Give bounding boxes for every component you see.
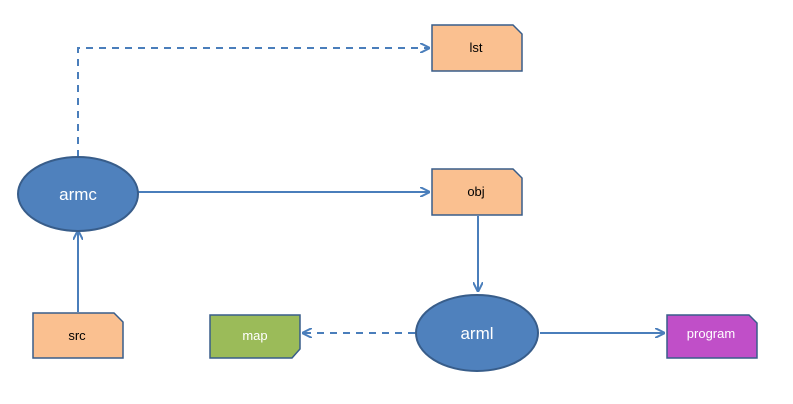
node-map: map (209, 314, 301, 359)
node-arml: arml (415, 294, 539, 372)
node-lst-label: lst (470, 40, 483, 55)
node-src-label: src (68, 328, 86, 343)
node-arml-label: arml (460, 324, 493, 343)
node-map-label: map (242, 328, 267, 343)
node-obj: obj (431, 168, 523, 216)
node-src: src (32, 312, 124, 359)
node-program: program (666, 314, 758, 359)
node-armc: armc (17, 156, 139, 232)
node-armc-label: armc (59, 185, 97, 204)
node-obj-label: obj (467, 184, 484, 199)
node-lst: lst (431, 24, 523, 72)
node-program-label: program (687, 326, 735, 341)
edge-armc-to-lst (77, 48, 428, 157)
